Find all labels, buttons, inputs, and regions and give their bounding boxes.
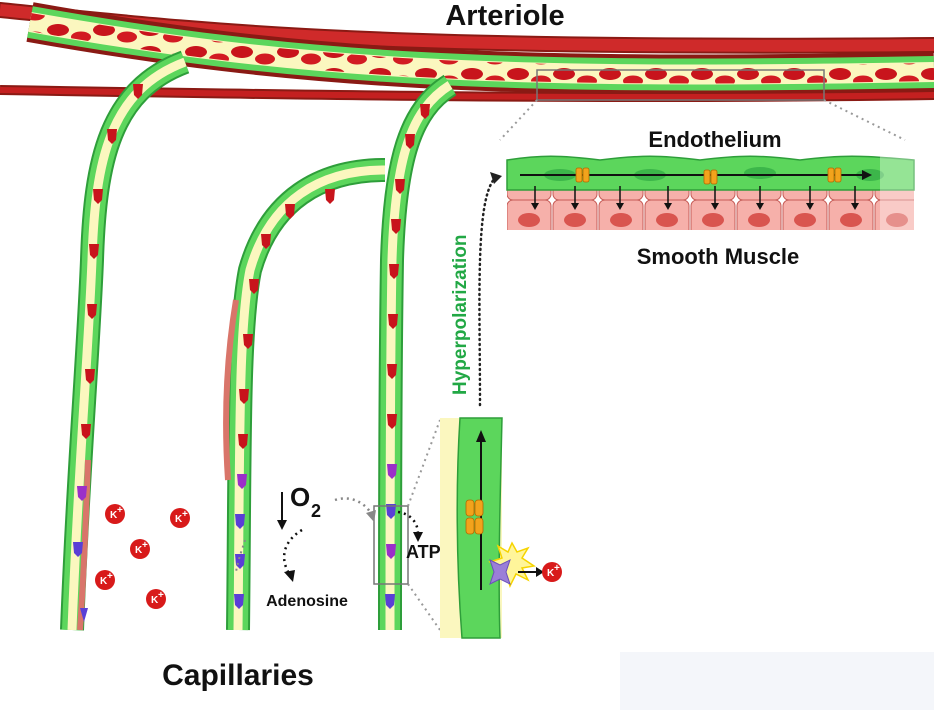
capillary-cells xyxy=(73,84,430,609)
gap-junction-channels xyxy=(575,167,842,185)
endothelium-label: Endothelium xyxy=(648,127,781,152)
svg-text:+: + xyxy=(117,505,123,516)
red-blood-cell xyxy=(85,369,95,384)
svg-text:+: + xyxy=(182,509,188,520)
capillary-2 xyxy=(223,158,386,631)
endothelium-smooth-muscle-inset xyxy=(506,150,934,240)
potassium-ion-icon: K+ xyxy=(542,562,562,582)
red-blood-cell xyxy=(107,129,117,144)
pericyte-cell xyxy=(235,554,245,569)
smooth-muscle-label: Smooth Muscle xyxy=(637,244,800,269)
svg-text:+: + xyxy=(554,563,560,574)
arteriole-label: Arteriole xyxy=(445,0,564,32)
potassium-ion-icon: K+ xyxy=(130,539,150,559)
svg-text:+: + xyxy=(142,540,148,551)
pericyte-cell xyxy=(73,542,83,557)
red-blood-cell xyxy=(239,389,249,404)
red-blood-cell xyxy=(133,84,143,99)
red-blood-cell xyxy=(420,104,430,119)
svg-text:+: + xyxy=(107,571,113,582)
pericyte-cell xyxy=(235,514,245,529)
svg-text:K: K xyxy=(135,545,143,556)
red-blood-cell xyxy=(387,414,397,429)
red-blood-cell xyxy=(387,364,397,379)
pericyte-cell xyxy=(234,594,244,609)
red-blood-cell xyxy=(81,424,91,439)
red-blood-cell xyxy=(391,219,401,234)
capillary-inset xyxy=(440,417,544,639)
metabolic-arrows xyxy=(235,492,423,582)
potassium-ions: K+K+K+K+K+K+ xyxy=(95,504,562,609)
svg-text:K: K xyxy=(151,595,159,606)
red-blood-cell xyxy=(93,189,103,204)
adenosine-label: Adenosine xyxy=(266,593,348,610)
o2-label: O 2 xyxy=(290,482,321,521)
svg-text:K: K xyxy=(110,510,118,521)
pericyte-cell xyxy=(386,504,396,519)
svg-text:O: O xyxy=(290,482,310,512)
pericyte-cell xyxy=(387,464,397,479)
svg-text:+: + xyxy=(158,590,164,601)
svg-text:K: K xyxy=(175,514,183,525)
red-blood-cell xyxy=(243,334,253,349)
red-blood-cell xyxy=(395,179,405,194)
smooth-muscle-layer xyxy=(507,190,914,230)
potassium-ion-icon: K+ xyxy=(105,504,125,524)
hyperpolarization-arrow xyxy=(478,176,497,407)
red-blood-cell xyxy=(87,304,97,319)
potassium-ion-icon: K+ xyxy=(170,508,190,528)
atp-label: ATP xyxy=(406,542,441,562)
pericyte-cell xyxy=(385,594,395,609)
svg-text:2: 2 xyxy=(311,501,321,521)
svg-text:K: K xyxy=(547,568,555,579)
potassium-ion-icon: K+ xyxy=(146,589,166,609)
background-panel-lower xyxy=(0,652,620,710)
hyperpolarization-label: Hyperpolarization xyxy=(450,235,471,395)
inset-down-arrows xyxy=(531,186,859,210)
capillaries-label: Capillaries xyxy=(162,659,314,692)
capillary-3 xyxy=(378,74,457,631)
potassium-ion-icon: K+ xyxy=(95,570,115,590)
pericyte-cell xyxy=(386,544,396,559)
red-blood-cell xyxy=(238,434,248,449)
red-blood-cell xyxy=(261,234,271,249)
red-blood-cell xyxy=(89,244,99,259)
pericyte-cell xyxy=(77,486,87,501)
capillary-1 xyxy=(60,50,190,631)
svg-text:K: K xyxy=(100,576,108,587)
red-blood-cell xyxy=(249,279,259,294)
red-blood-cell xyxy=(388,314,398,329)
red-blood-cell xyxy=(285,204,295,219)
pericyte-cell xyxy=(237,474,247,489)
arteriole-zoom-box xyxy=(536,69,825,101)
kir-channel xyxy=(489,559,511,585)
capillary-zoom-box xyxy=(373,505,409,585)
red-blood-cell xyxy=(405,134,415,149)
red-blood-cell xyxy=(325,189,335,204)
red-blood-cell xyxy=(389,264,399,279)
capillary-gap-junction xyxy=(465,499,484,535)
endothelium-layer xyxy=(506,155,915,191)
